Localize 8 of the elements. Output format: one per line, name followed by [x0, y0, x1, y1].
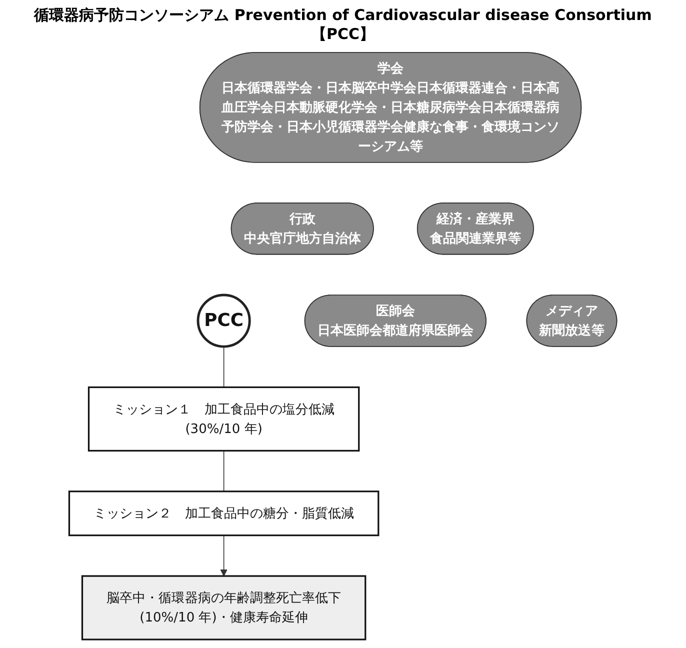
node-box: ミッション１ 加工食品中の塩分低減 (30%/10 年) [88, 386, 360, 452]
node-box: ミッション２ 加工食品中の糖分・脂質低減 [68, 490, 380, 536]
arrow [220, 534, 228, 576]
connector [223, 346, 224, 388]
node-circle: PCC [196, 294, 251, 348]
diagram-title: 循環器病予防コンソーシアム Prevention of Cardiovascular disease Consortium【PCC】 [32, 5, 653, 45]
node-box: 脳卒中・循環器病の年齢調整死亡率低下 (10%/10 年)・健康寿命延伸 [81, 575, 366, 640]
connector [223, 450, 224, 492]
